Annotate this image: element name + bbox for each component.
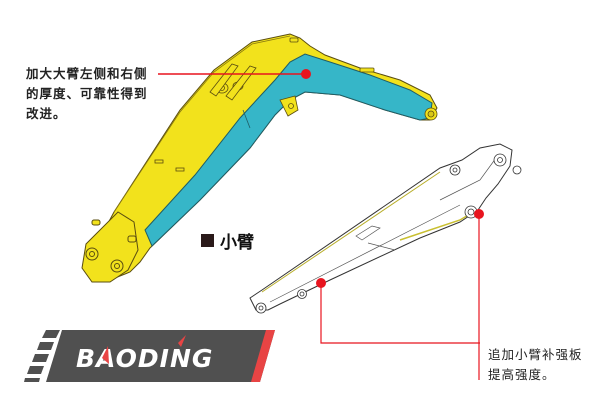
callout-lines bbox=[158, 69, 484, 380]
baoding-logo: BAODING bbox=[24, 330, 275, 382]
arm-reinforcement-note: 追加小臂补强板 提高强度。 bbox=[488, 345, 583, 385]
square-bullet-icon bbox=[201, 234, 214, 247]
arm-note-line-2: 提高强度。 bbox=[488, 367, 556, 382]
boom-note-line-1: 加大大臂左侧和右侧 bbox=[26, 66, 148, 81]
arm-section-heading: 小臂 bbox=[201, 228, 254, 253]
arm-section-title: 小臂 bbox=[220, 233, 254, 253]
arm-note-line-1: 追加小臂补强板 bbox=[488, 347, 583, 362]
boom-note-line-2: 的厚度、可靠性得到 bbox=[26, 86, 148, 101]
boom-note-line-3: 改进。 bbox=[26, 106, 67, 121]
main-boom-illustration bbox=[81, 33, 438, 283]
boom-reinforcement-note: 加大大臂左侧和右侧 的厚度、可靠性得到 改进。 bbox=[26, 64, 148, 124]
arm-illustration bbox=[249, 143, 522, 314]
logo-text: BAODING bbox=[76, 344, 213, 373]
